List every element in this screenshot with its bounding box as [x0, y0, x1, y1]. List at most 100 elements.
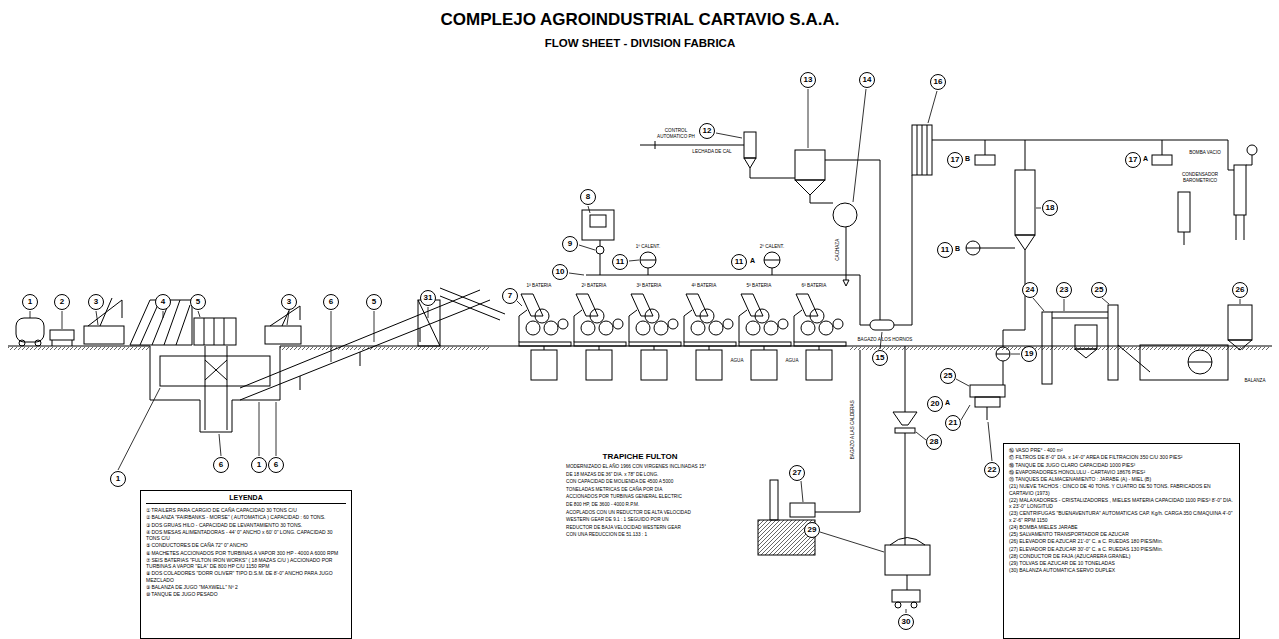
evaporation-station	[1162, 140, 1163, 155]
evaporation-station	[894, 175, 912, 325]
bagasse-and-boiler	[905, 346, 906, 412]
plant-label: B	[955, 245, 960, 253]
legend-box: ⑯ VASO PRE° - 400 m²⑰ FILTROS DE 8'-0" D…	[1003, 443, 1240, 639]
callout-number: 24	[1022, 282, 1038, 298]
bagasse-and-boiler	[890, 538, 925, 546]
plant-label: A	[750, 257, 755, 265]
callout-text: 18	[1046, 204, 1055, 212]
cane-yard	[204, 318, 205, 345]
leader-line	[118, 388, 160, 470]
bagasse-and-boiler	[895, 602, 901, 608]
evaporation-station	[1003, 361, 1004, 385]
leader-line	[588, 206, 590, 213]
callout-number: 4	[155, 294, 171, 310]
ground-line	[850, 347, 1270, 350]
plant-label: 1ª BATERIA	[527, 283, 552, 289]
cane-conveyor	[240, 288, 505, 400]
callout-text: 31	[424, 294, 433, 302]
plant-label: REDUCTOR DE BAJA VELOCIDAD WESTERN GEAR	[566, 525, 681, 531]
plant-label: DE 18 MAZAS DE 36" DIA. x 78" DE LONG.	[566, 472, 658, 478]
bagasse-and-boiler	[907, 575, 908, 590]
legend-item: ⑯ VASO PRE° - 400 m²	[1009, 447, 1234, 453]
callout-text: 2	[60, 298, 64, 306]
callout-text: 19	[1025, 350, 1034, 358]
plant-label: 3ª BATERIA	[637, 283, 662, 289]
leader-line	[906, 609, 907, 613]
leader-line	[198, 311, 200, 317]
callout-number: 27	[789, 465, 805, 481]
callout-number: 18	[1042, 200, 1058, 216]
leader-line	[62, 311, 63, 329]
leader-line	[219, 434, 221, 456]
callout-number: 31	[420, 290, 436, 306]
cane-conveyor	[418, 300, 440, 346]
juice-treatment	[640, 145, 744, 146]
plant-label: BAGAZO A LAS CALDERAS	[849, 401, 855, 460]
bagasse-and-boiler	[892, 590, 920, 602]
juice-treatment	[655, 141, 656, 149]
leader-line	[276, 402, 277, 456]
callout-number: 23	[1056, 282, 1072, 298]
cane-conveyor	[360, 352, 361, 366]
callout-number: 5	[366, 294, 382, 310]
evaporation-station	[1246, 155, 1252, 165]
callout-number: 8	[580, 189, 596, 205]
plant-label: CACHAZA	[835, 239, 841, 261]
legend-item: (24) BOMBA MIELES JARABE	[1009, 524, 1234, 530]
leader-line	[1033, 298, 1044, 311]
leader-line	[163, 311, 164, 318]
leader-line	[928, 91, 937, 123]
leader-line	[569, 273, 584, 275]
evaporation-station	[1234, 165, 1246, 215]
callout-number: 29	[804, 522, 820, 538]
cane-yard	[265, 326, 301, 344]
juice-treatment	[648, 268, 649, 275]
cane-conveyor	[420, 328, 421, 342]
callout-text: 17	[1129, 156, 1138, 164]
leader-line	[259, 402, 260, 456]
sugar-handling	[1052, 312, 1108, 313]
plant-label: 5ª BATERIA	[747, 283, 772, 289]
callout-number: 13	[800, 72, 816, 88]
mill-tandem	[794, 294, 846, 380]
mill-tandem	[519, 294, 571, 380]
evaporation-station	[975, 155, 995, 165]
callout-text: 1	[116, 475, 120, 483]
sugar-handling	[1108, 305, 1118, 380]
leader-line	[1036, 208, 1041, 209]
plant-label: CON CAPACIDAD DE MOLIENDA DE 4500 A 5000	[566, 479, 673, 485]
ground-line	[8, 346, 1272, 432]
juice-treatment	[640, 260, 656, 261]
callout-number: 6	[213, 457, 229, 473]
legend-item: (27) ELEVADOR DE AZUCAR 30'-0" C. a C. R…	[1009, 546, 1234, 552]
cane-yard	[160, 356, 270, 386]
legend-item: ② BALANZA "FAIRBANKS - MORSE" ( AUTOMATI…	[146, 514, 346, 520]
leader-line	[853, 89, 866, 202]
plant-label: TONELADAS METRICAS DE CAÑA POR DIA	[566, 487, 662, 493]
callout-text: 24	[1026, 286, 1035, 294]
juice-treatment	[870, 320, 894, 330]
juice-treatment	[596, 246, 604, 254]
sugar-handling	[1188, 362, 1212, 363]
evaporation-station	[996, 347, 1010, 361]
callout-number: 1	[110, 471, 126, 487]
leader-line	[428, 307, 429, 318]
mill-tandem	[629, 294, 681, 380]
legend-item: (23) CENTRIFUGAS "BUENAVENTURA" AUTOMATI…	[1009, 510, 1234, 523]
leader-line	[808, 89, 809, 148]
juice-treatment	[795, 150, 825, 180]
callout-number: 9	[562, 236, 578, 252]
plant-label: B	[965, 155, 970, 163]
plant-label: 1º CALENT.	[636, 244, 660, 250]
leader-line	[96, 311, 98, 325]
cane-yard	[300, 306, 301, 320]
evaporation-station	[1025, 140, 1026, 170]
callout-number: 1	[251, 457, 267, 473]
plant-label: 2º CALENT.	[760, 244, 784, 250]
legend-item: ③ DOS GRUAS HILO - CAPACIDAD DE LEVANTAM…	[146, 522, 346, 528]
sugar-handling	[1075, 349, 1097, 358]
legend-item: ⑥ MACHETES ACCIONADOS POR TURBINAS A VAP…	[146, 550, 346, 556]
callout-text: 6	[274, 461, 278, 469]
leader-line	[30, 89, 1240, 613]
callout-number: 26	[1232, 282, 1248, 298]
